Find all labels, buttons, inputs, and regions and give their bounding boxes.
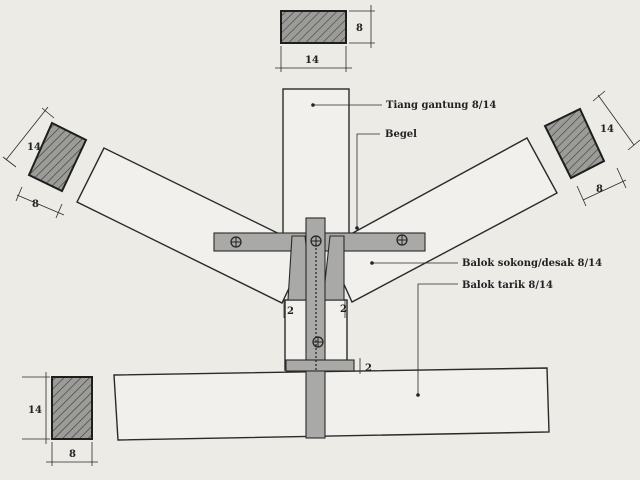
- left-short-label: 8: [32, 199, 39, 210]
- top-height-label: 8: [356, 23, 363, 34]
- gap-left-label: 2: [287, 306, 294, 317]
- right-long-label: 14: [600, 124, 614, 135]
- label-strut: Balok sokong/desak 8/14: [462, 258, 602, 269]
- leader-tie-beam: [417, 283, 458, 395]
- section-top: [280, 10, 347, 44]
- bottom-height-label: 14: [28, 405, 42, 416]
- gap-right-label: 2: [340, 304, 347, 315]
- section-left: [27, 121, 88, 193]
- label-hanging-post: Tiang gantung 8/14: [386, 100, 496, 111]
- bolt-icon: [312, 336, 324, 348]
- bolt-icon: [230, 236, 242, 248]
- bolt-icon: [396, 234, 408, 246]
- right-short-label: 8: [596, 184, 603, 195]
- left-strut: [76, 147, 309, 304]
- gap-lower-label: 2: [365, 363, 372, 374]
- section-bottom: [51, 376, 93, 440]
- label-tie-beam: Balok tarik 8/14: [462, 280, 553, 291]
- label-stirrup: Begel: [385, 129, 417, 140]
- top-width-label: 14: [305, 55, 319, 66]
- bottom-width-label: 8: [69, 449, 76, 460]
- left-long-label: 14: [27, 142, 41, 153]
- bolt-icon: [310, 235, 322, 247]
- leader-stirrup: [356, 133, 380, 228]
- tie-beam: [113, 367, 550, 441]
- right-strut: [326, 137, 558, 303]
- section-right: [543, 107, 606, 180]
- lower-stirrup-plate: [285, 359, 355, 372]
